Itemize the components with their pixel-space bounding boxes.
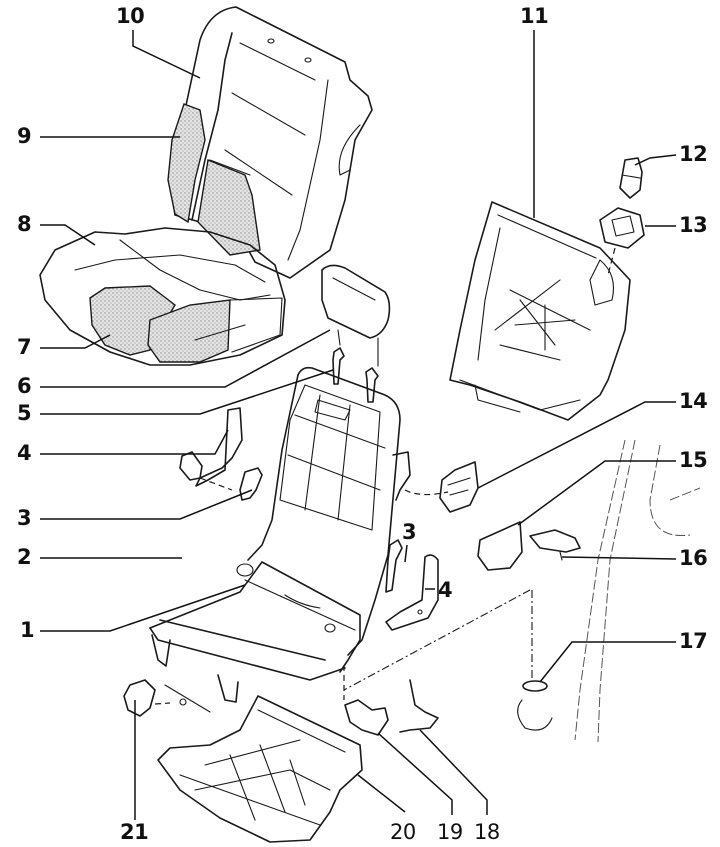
seat-cushion-part <box>39 227 286 366</box>
hinge-part <box>344 699 389 736</box>
leader-lines <box>40 30 677 820</box>
headrest-part <box>321 264 391 367</box>
callout-4-right: 4 <box>438 578 453 602</box>
callout-16: 16 <box>679 546 708 570</box>
clip-part <box>619 157 643 199</box>
callout-7: 7 <box>17 335 32 359</box>
seat-pad-part <box>89 285 283 363</box>
seatbelt-part <box>574 439 701 743</box>
base-tray-part <box>157 695 363 843</box>
callout-11: 11 <box>520 4 549 28</box>
callout-2: 2 <box>17 545 32 569</box>
callout-12: 12 <box>679 142 708 166</box>
backrest-pad-part <box>167 103 261 256</box>
callout-10: 10 <box>116 4 145 28</box>
side-trim-left-part <box>195 407 243 487</box>
callout-3-left: 3 <box>17 506 32 530</box>
cable-part <box>399 679 439 733</box>
backrest-panel-part <box>449 201 631 421</box>
callout-20: 20 <box>390 820 416 844</box>
bracket-right-part <box>385 539 403 593</box>
callout-9: 9 <box>17 124 32 148</box>
striker-part <box>529 529 581 561</box>
seat-frame-part <box>149 366 411 703</box>
latch-part <box>404 461 479 513</box>
callout-6: 6 <box>17 374 32 398</box>
callout-8: 8 <box>17 212 32 236</box>
anchor-part <box>517 680 553 731</box>
callout-21: 21 <box>120 820 149 844</box>
callout-15: 15 <box>679 448 708 472</box>
callout-14: 14 <box>679 389 708 413</box>
latch-cover-part <box>477 521 523 571</box>
hinge-cover-part <box>123 679 211 717</box>
release-button-part <box>599 207 645 276</box>
side-trim-right-part <box>385 554 439 631</box>
callout-5: 5 <box>17 401 32 425</box>
callout-13: 13 <box>679 213 708 237</box>
callout-18: 18 <box>474 820 500 844</box>
callout-19: 19 <box>437 820 463 844</box>
headrest-guide-part <box>332 347 379 403</box>
callout-3-right: 3 <box>402 520 417 544</box>
callout-4-left: 4 <box>17 441 32 465</box>
callout-1: 1 <box>20 618 35 642</box>
callout-17: 17 <box>679 629 708 653</box>
bracket-left-part <box>239 467 263 501</box>
